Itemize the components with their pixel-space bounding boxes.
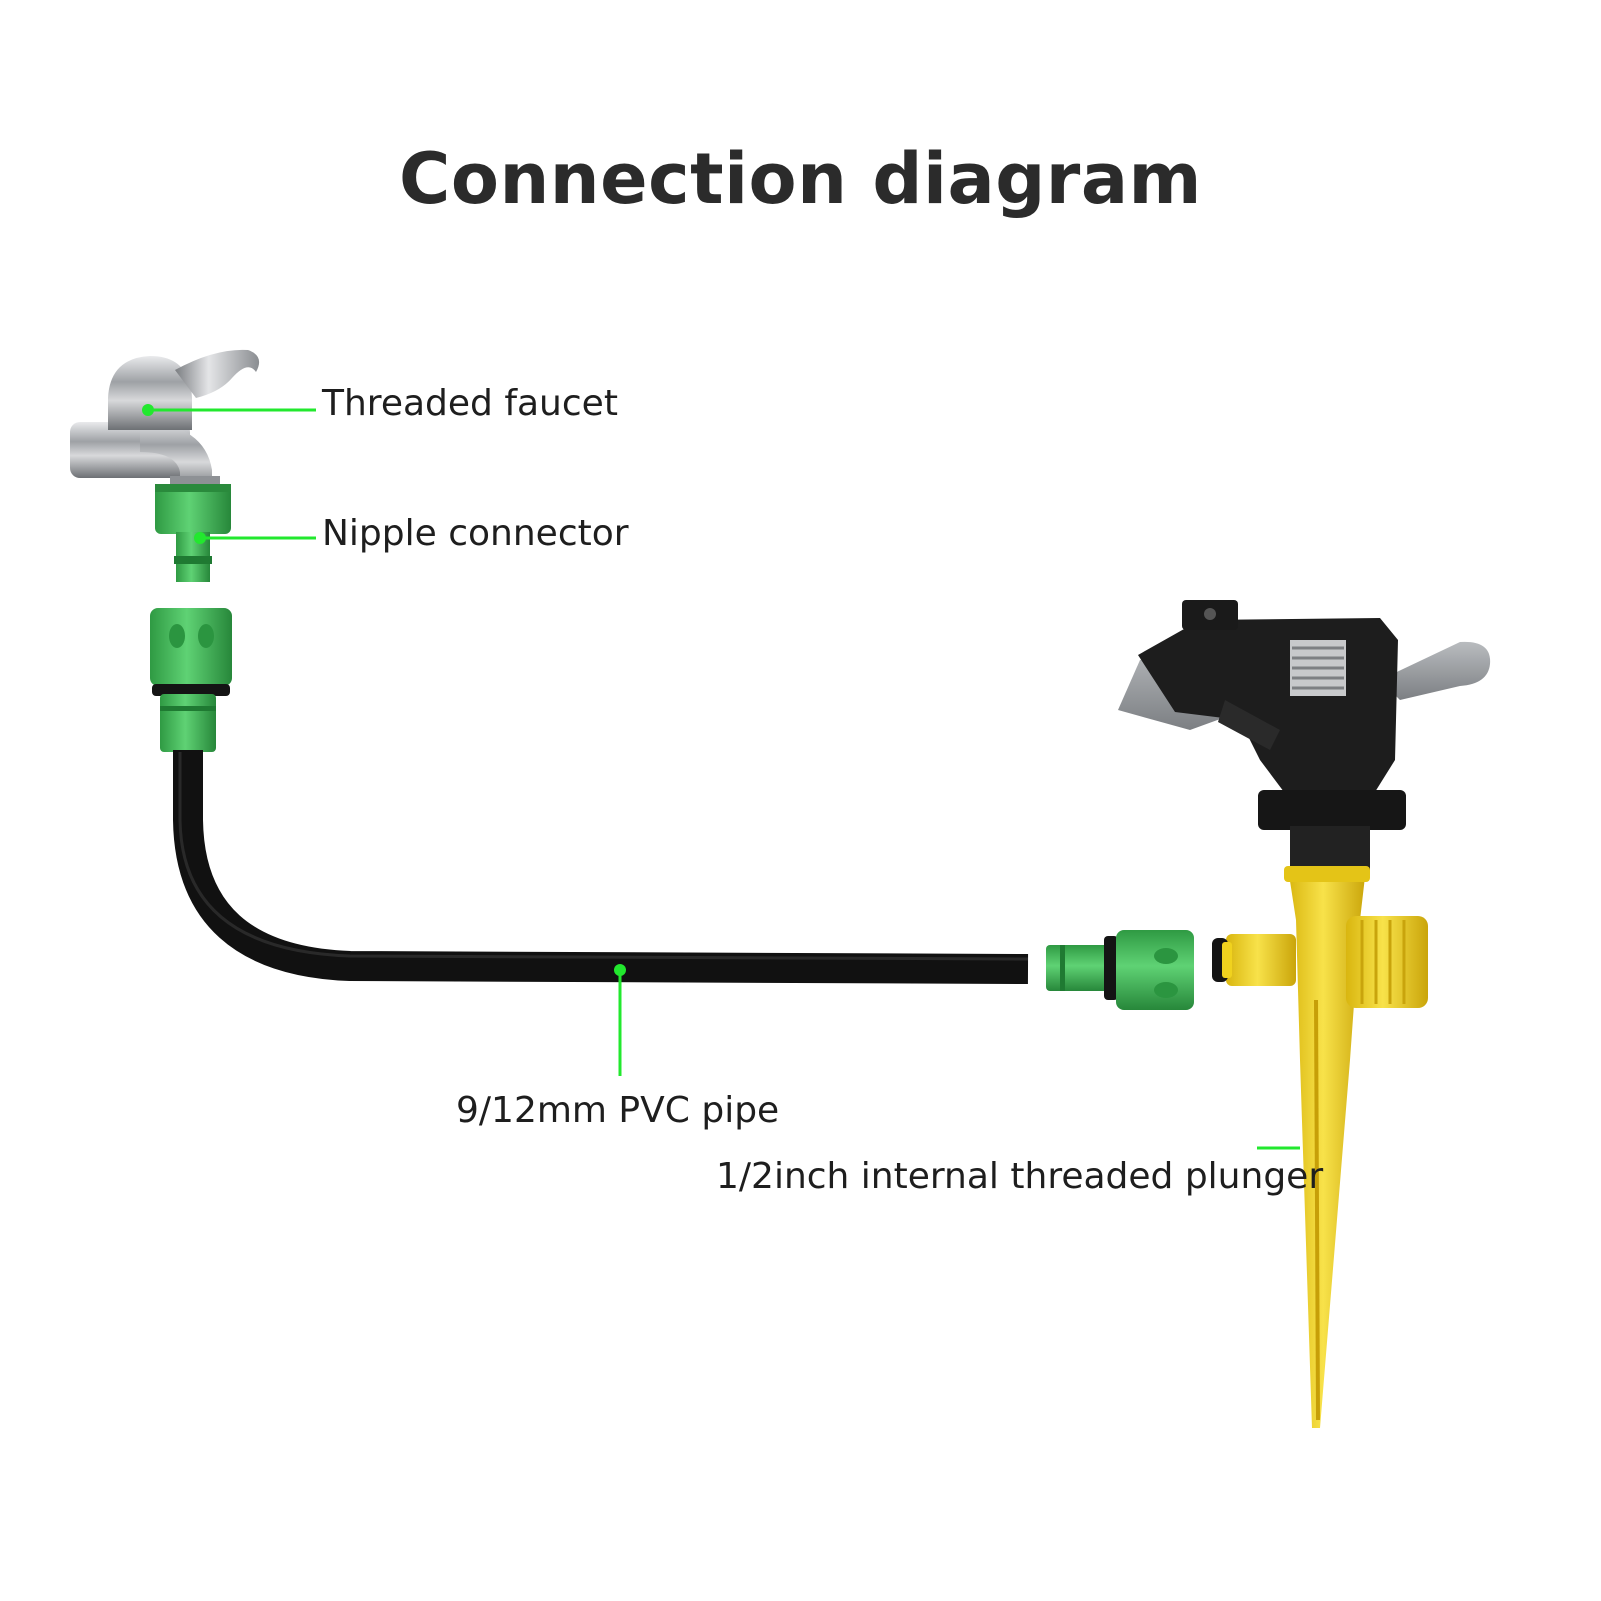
spike-side-nut xyxy=(1346,916,1428,1008)
nipple-connector-label: Nipple connector xyxy=(322,513,629,554)
pvc-pipe xyxy=(173,750,1029,984)
leader-lines xyxy=(142,404,1300,1150)
nipple-nut xyxy=(155,484,231,534)
sprinkler-frame xyxy=(1138,618,1398,800)
top-quick-connector-illustration xyxy=(150,608,232,752)
nipple-connector-illustration xyxy=(155,484,231,582)
sprinkler-neck xyxy=(1290,826,1370,870)
faucet-illustration xyxy=(70,349,260,496)
quick-connector-body xyxy=(150,608,232,686)
sprinkler-arm-right xyxy=(1380,641,1491,700)
o-ring xyxy=(152,684,230,696)
spike-inlet xyxy=(1226,934,1296,986)
page-title: Connection diagram xyxy=(399,138,1202,220)
impact-sprinkler-illustration xyxy=(1118,600,1491,870)
spike-body xyxy=(1288,868,1366,1428)
hose-barb xyxy=(160,694,216,752)
nipple-leader-dot xyxy=(194,532,206,544)
faucet-leader-dot xyxy=(142,404,154,416)
sprinkler-base-collar xyxy=(1258,790,1406,830)
faucet-head xyxy=(108,356,192,430)
pipe-leader-dot xyxy=(614,964,626,976)
right-quick-connector-illustration xyxy=(1046,930,1194,1010)
pvc-pipe-label: 9/12mm PVC pipe xyxy=(456,1090,780,1131)
barb-end xyxy=(1046,945,1108,991)
plunger-spike-illustration xyxy=(1212,866,1428,1428)
o-ring-right xyxy=(1104,936,1118,1000)
sprinkler-nozzle xyxy=(1218,700,1280,750)
faucet-label: Threaded faucet xyxy=(322,383,618,424)
faucet-handle xyxy=(175,349,260,398)
plunger-label: 1/2inch internal threaded plunger xyxy=(716,1156,1324,1197)
quick-connector-body-right xyxy=(1116,930,1194,1010)
spike-top-rim xyxy=(1284,866,1370,882)
faucet-spout xyxy=(140,420,212,490)
